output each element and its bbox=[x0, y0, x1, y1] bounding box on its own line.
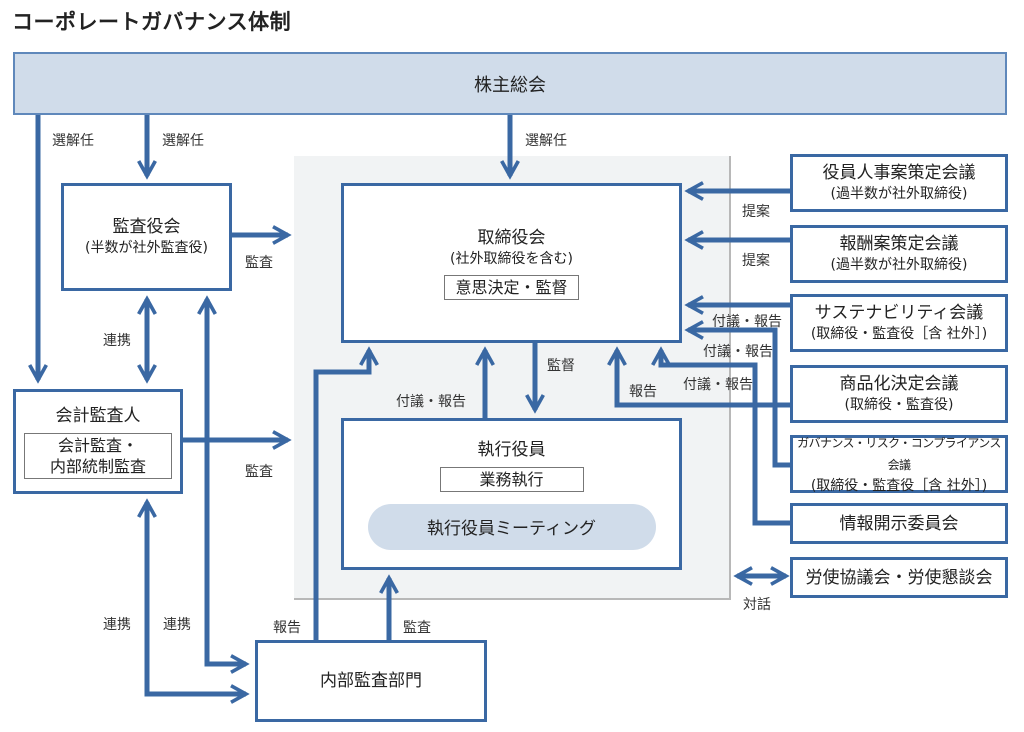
committee-label: 商品化決定会議 bbox=[839, 374, 959, 394]
executives-meeting[interactable]: 執行役員ミーティング bbox=[367, 503, 656, 550]
committee-labor[interactable]: 労使協議会・労使懇談会 bbox=[790, 557, 1008, 598]
committee-label: サステナビリティ会議 bbox=[814, 303, 984, 323]
board-note: (社外取締役を含む) bbox=[450, 250, 573, 267]
committee-label: 労使協議会・労使懇談会 bbox=[805, 567, 993, 588]
shareholders-meeting-label: 株主総会 bbox=[474, 74, 546, 96]
committee-grc[interactable]: ガバナンス・リスク・コンプライアンス会議 (取締役・監査役［含 社外］) bbox=[790, 435, 1008, 494]
label-propose: 提案 bbox=[742, 253, 770, 269]
executives-inner: 業務執行 bbox=[439, 466, 584, 492]
board-label: 取締役会 bbox=[477, 227, 546, 248]
committee-nomination[interactable]: 役員人事案策定会議 (過半数が社外取締役) bbox=[790, 154, 1008, 212]
committee-sustainability[interactable]: サステナビリティ会議 (取締役・監査役［含 社外］) bbox=[790, 294, 1008, 352]
label-audit: 監査 bbox=[245, 255, 273, 271]
label-propose: 提案 bbox=[742, 204, 770, 220]
grc-line bbox=[688, 330, 790, 468]
internal-report-line bbox=[313, 350, 369, 640]
board-inner: 意思決定・監督 bbox=[444, 274, 579, 300]
label-elect: 選解任 bbox=[52, 133, 94, 149]
internal-audit-box[interactable]: 内部監査部門 bbox=[255, 640, 487, 722]
audit-board-box[interactable]: 監査役会 (半数が社外監査役) bbox=[61, 183, 232, 291]
label-coop: 連携 bbox=[103, 333, 131, 349]
label-audit: 監査 bbox=[403, 620, 431, 636]
accounting-auditor-box[interactable]: 会計監査人 会計監査・ 内部統制監査 bbox=[13, 389, 183, 494]
committee-note: (取締役・監査役) bbox=[844, 397, 954, 413]
audit-board-label: 監査役会 bbox=[112, 217, 181, 237]
label-coop: 連携 bbox=[163, 617, 191, 633]
commercial-line bbox=[617, 350, 790, 408]
committee-note: (過半数が社外取締役) bbox=[830, 186, 968, 202]
executives-label: 執行役員 bbox=[477, 439, 546, 460]
page-title: コーポレートガバナンス体制 bbox=[12, 10, 292, 34]
committee-commercialization[interactable]: 商品化決定会議 (取締役・監査役) bbox=[790, 365, 1008, 423]
audit-board-note: (半数が社外監査役) bbox=[85, 240, 208, 256]
auditor-internal-line bbox=[147, 502, 246, 694]
accounting-auditor-label: 会計監査人 bbox=[55, 405, 141, 426]
executives-box[interactable]: 執行役員 業務執行 執行役員ミーティング bbox=[341, 418, 682, 570]
committee-label: ガバナンス・リスク・コンプライアンス会議 bbox=[797, 436, 1001, 472]
label-audit: 監査 bbox=[245, 464, 273, 480]
audit-board-internal-line bbox=[207, 299, 246, 664]
shareholders-meeting-box[interactable]: 株主総会 bbox=[13, 52, 1007, 115]
committee-compensation[interactable]: 報酬案策定会議 (過半数が社外取締役) bbox=[790, 225, 1008, 283]
committee-note: (取締役・監査役［含 社外］) bbox=[810, 478, 988, 494]
label-elect: 選解任 bbox=[162, 133, 204, 149]
committee-disclosure[interactable]: 情報開示委員会 bbox=[790, 503, 1008, 544]
internal-audit-label: 内部監査部門 bbox=[320, 671, 422, 691]
board-box[interactable]: 取締役会 (社外取締役を含む) 意思決定・監督 bbox=[341, 183, 682, 343]
label-propose-report: 付議・報告 bbox=[703, 344, 773, 360]
committee-note: (取締役・監査役［含 社外］) bbox=[810, 326, 988, 342]
accounting-auditor-inner: 会計監査・ 内部統制監査 bbox=[24, 432, 172, 479]
disclosure-line bbox=[661, 350, 790, 526]
label-dialogue: 対話 bbox=[743, 597, 771, 613]
label-propose-report: 付議・報告 bbox=[396, 394, 466, 410]
label-supervise: 監督 bbox=[547, 358, 575, 374]
label-elect: 選解任 bbox=[525, 133, 567, 149]
label-propose-report: 付議・報告 bbox=[683, 377, 753, 393]
committee-note: (過半数が社外取締役) bbox=[830, 257, 968, 273]
committee-label: 報酬案策定会議 bbox=[839, 234, 959, 254]
label-report: 報告 bbox=[629, 384, 657, 400]
label-report: 報告 bbox=[273, 620, 301, 636]
committee-label: 役員人事案策定会議 bbox=[822, 163, 976, 183]
label-coop: 連携 bbox=[103, 617, 131, 633]
committee-label: 情報開示委員会 bbox=[839, 513, 959, 534]
label-propose-report: 付議・報告 bbox=[712, 314, 782, 330]
